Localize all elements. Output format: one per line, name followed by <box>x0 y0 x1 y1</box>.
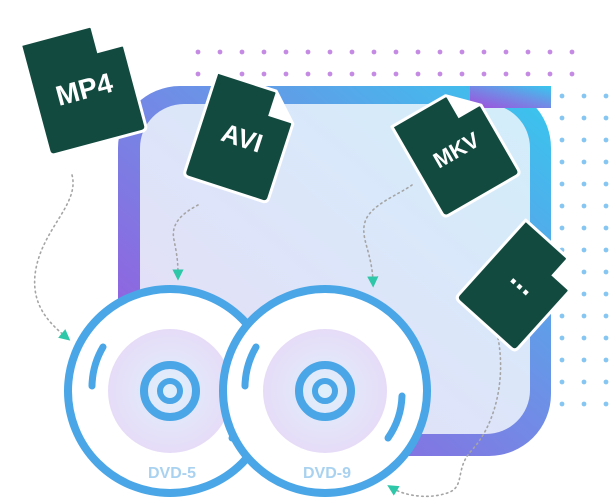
dot <box>349 71 355 77</box>
dot <box>559 357 565 363</box>
dot <box>581 313 587 319</box>
dot <box>559 137 565 143</box>
dot <box>559 401 565 407</box>
dot <box>603 115 609 121</box>
dot <box>437 71 443 77</box>
dot <box>581 269 587 275</box>
connector-mkv <box>363 184 413 288</box>
file-icon-avi: AVI <box>183 70 295 204</box>
dot <box>581 335 587 341</box>
dot <box>559 181 565 187</box>
dot <box>261 49 267 55</box>
dot <box>603 203 609 209</box>
dot <box>327 49 333 55</box>
dot <box>415 71 421 77</box>
connector-avi <box>172 204 199 281</box>
dot <box>603 225 609 231</box>
dot <box>603 159 609 165</box>
dot <box>559 313 565 319</box>
dot <box>581 247 587 253</box>
dot <box>559 93 565 99</box>
dot <box>559 203 565 209</box>
dot <box>283 49 289 55</box>
dot <box>559 159 565 165</box>
dot <box>581 137 587 143</box>
file-icon-mp4: MP4 <box>18 24 148 157</box>
dot <box>603 137 609 143</box>
dot <box>195 49 201 55</box>
dot <box>603 269 609 275</box>
disc-label: DVD-5 <box>148 465 196 482</box>
dot <box>217 49 223 55</box>
dot <box>305 71 311 77</box>
dot <box>581 159 587 165</box>
dot <box>559 379 565 385</box>
dot <box>603 313 609 319</box>
dot <box>481 71 487 77</box>
dot-pattern-top <box>195 49 575 77</box>
dot <box>547 71 553 77</box>
dot <box>559 115 565 121</box>
dot <box>261 71 267 77</box>
dot <box>283 71 289 77</box>
dot <box>239 49 245 55</box>
dot <box>371 71 377 77</box>
dot <box>371 49 377 55</box>
dot <box>581 379 587 385</box>
disc-dvd9: DVD-9 <box>219 285 431 497</box>
connector-paths <box>33 174 502 498</box>
dot <box>305 49 311 55</box>
dot <box>415 49 421 55</box>
dot <box>503 49 509 55</box>
dot <box>581 401 587 407</box>
connector-mp4 <box>33 174 74 341</box>
dot <box>569 49 575 55</box>
dot <box>603 357 609 363</box>
disc-label: DVD-9 <box>303 465 351 482</box>
dot <box>393 49 399 55</box>
dot <box>581 93 587 99</box>
dot <box>327 71 333 77</box>
dot <box>581 357 587 363</box>
dot <box>459 71 465 77</box>
dot <box>581 115 587 121</box>
dot <box>603 93 609 99</box>
dot <box>239 71 245 77</box>
dot <box>459 49 465 55</box>
file-icon-more: ... <box>455 218 571 352</box>
dot <box>195 71 201 77</box>
dot <box>603 335 609 341</box>
dot <box>603 247 609 253</box>
dot <box>525 49 531 55</box>
dot <box>559 335 565 341</box>
dot <box>437 49 443 55</box>
dot <box>581 291 587 297</box>
dot <box>581 203 587 209</box>
dot <box>581 181 587 187</box>
dot <box>581 225 587 231</box>
dot <box>603 379 609 385</box>
connector-more <box>387 337 502 498</box>
dot <box>559 225 565 231</box>
dot <box>547 49 553 55</box>
dot <box>349 49 355 55</box>
dot <box>393 71 399 77</box>
file-icon-mkv: MKV <box>390 94 521 218</box>
dot-pattern-right <box>559 93 609 407</box>
dot <box>603 291 609 297</box>
dot <box>603 181 609 187</box>
dot <box>603 401 609 407</box>
dot <box>569 71 575 77</box>
dot <box>525 71 531 77</box>
dot <box>481 49 487 55</box>
dot <box>503 71 509 77</box>
